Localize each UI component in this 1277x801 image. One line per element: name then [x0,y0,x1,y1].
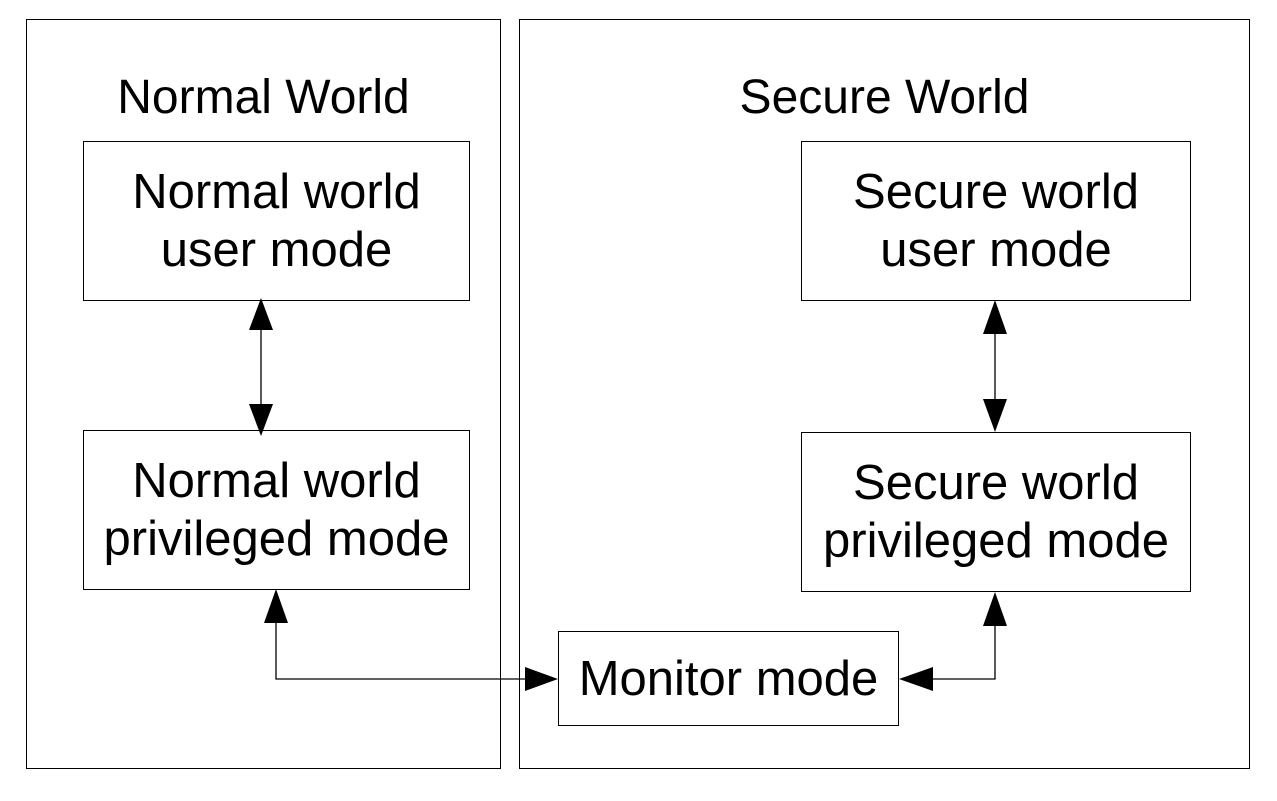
normal-world-panel: Normal World [26,19,501,769]
normal-privileged-mode-line1: Normal world [132,454,421,508]
normal-world-title: Normal World [117,71,410,124]
secure-privileged-mode-line1: Secure world [853,456,1139,510]
secure-world-title: Secure World [739,71,1030,124]
secure-user-mode-line1: Secure world [853,165,1139,219]
secure-privileged-mode-line2: privileged mode [823,514,1169,568]
monitor-mode-box: Monitor mode [558,631,899,726]
secure-world-privileged-mode-box: Secure world privileged mode [801,432,1191,592]
monitor-mode-label: Monitor mode [578,651,879,706]
normal-world-privileged-mode-box: Normal world privileged mode [83,430,470,590]
secure-user-mode-line2: user mode [880,223,1112,277]
normal-user-mode-line2: user mode [160,223,393,277]
normal-world-user-mode-box: Normal world user mode [83,141,470,301]
secure-world-user-mode-box: Secure world user mode [801,141,1191,301]
normal-privileged-mode-line2: privileged mode [103,512,450,566]
normal-user-mode-line1: Normal world [132,165,421,219]
